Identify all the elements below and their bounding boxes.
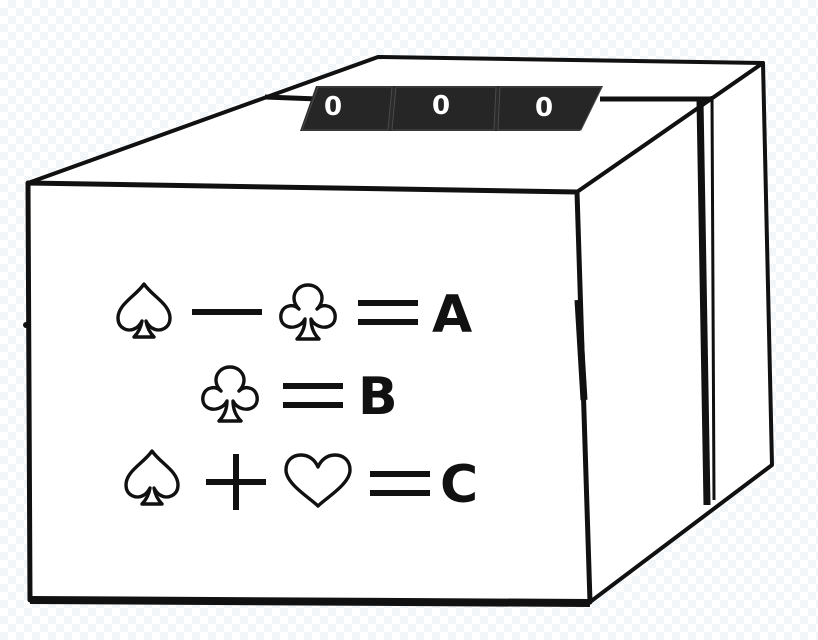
box-front-face — [25, 180, 593, 605]
dial-3-digit: 0 — [535, 93, 553, 123]
dial-3[interactable]: 0 — [497, 86, 603, 131]
box-strap-line-back — [710, 95, 716, 501]
box-edge-dot-left — [23, 322, 29, 328]
equation-2-result: B — [358, 367, 398, 427]
box-bottom-edge — [29, 596, 591, 607]
equation-3: C — [124, 449, 478, 515]
box-strap-left — [264, 94, 319, 102]
equation-2: B — [201, 365, 398, 427]
equation-1-result: A — [432, 285, 472, 345]
equals-sign-3 — [370, 471, 430, 496]
combination-lock: 0 0 0 — [300, 86, 603, 131]
plus-sign — [206, 454, 266, 510]
dial-2-digit: 0 — [432, 91, 450, 121]
equation-3-result: C — [440, 455, 478, 515]
box-edge-mark-right — [574, 299, 588, 401]
equation-1: A — [116, 282, 472, 345]
dial-2[interactable]: 0 — [391, 86, 497, 131]
dial-1-digit: 0 — [324, 92, 342, 122]
dial-1[interactable]: 0 — [301, 86, 393, 131]
equals-sign-1 — [358, 300, 418, 325]
box-strap-line-front — [696, 99, 711, 506]
equals-sign-2 — [283, 383, 343, 408]
